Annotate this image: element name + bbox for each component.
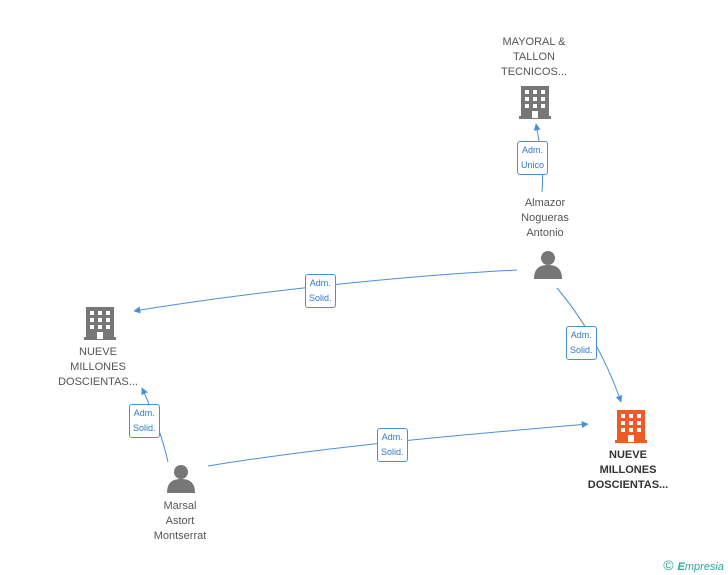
label-line: Antonio [526, 227, 564, 239]
label-line: Marsal [163, 500, 197, 512]
copyright-icon: © [663, 557, 674, 573]
edge-label-marsal-nueve-main[interactable]: Adm. Solid. [377, 428, 408, 462]
company-label-nueve-left[interactable]: NUEVE MILLONES DOSCIENTAS... [58, 345, 138, 390]
edge-label-line: Adm. [133, 408, 155, 418]
label-line: Astort [165, 515, 195, 527]
person-icon[interactable] [534, 251, 562, 279]
edge-label-line: Unico [521, 160, 545, 170]
label-line: Montserrat [153, 530, 207, 542]
company-label-mayoral[interactable]: MAYORAL & TALLON TECNICOS... [501, 35, 567, 80]
building-icon[interactable] [519, 86, 551, 119]
edge-label-line: Solid. [570, 345, 593, 355]
building-icon-highlighted[interactable] [615, 410, 647, 443]
brand-initial: E [677, 561, 685, 573]
edge-label-line: Solid. [381, 447, 404, 457]
label-line: DOSCIENTAS... [587, 479, 669, 491]
edge-label-almazor-nueve-main[interactable]: Adm. Solid. [566, 326, 597, 360]
label-line: Nogueras [521, 212, 569, 224]
brand-footer[interactable]: ©Empresia [663, 557, 724, 573]
label-line: NUEVE [79, 346, 117, 358]
label-line: NUEVE [609, 449, 647, 461]
company-label-nueve-main[interactable]: NUEVE MILLONES DOSCIENTAS... [588, 448, 668, 493]
label-line: MILLONES [70, 361, 126, 373]
person-label-marsal[interactable]: Marsal Astort Montserrat [154, 499, 207, 544]
edge-label-line: Adm. [522, 145, 544, 155]
label-line: MILLONES [599, 464, 657, 476]
label-line: TECNICOS... [500, 66, 568, 78]
building-icon[interactable] [84, 307, 116, 340]
label-line: Almazor [524, 197, 566, 209]
label-line: TALLON [513, 51, 555, 63]
edge-label-marsal-nueve-left[interactable]: Adm. Solid. [129, 404, 160, 438]
brand-name: mpresia [684, 561, 724, 573]
brand-logo: Empresia [678, 561, 724, 573]
edge-label-line: Adm. [309, 278, 331, 288]
label-line: MAYORAL & [502, 36, 566, 48]
person-label-almazor[interactable]: Almazor Nogueras Antonio [521, 196, 569, 241]
edge-label-almazor-mayoral[interactable]: Adm. Unico [517, 141, 549, 175]
label-line: DOSCIENTAS... [58, 376, 138, 388]
edge-label-line: Adm. [570, 330, 592, 340]
edge-label-line: Solid. [133, 423, 156, 433]
person-icon[interactable] [167, 465, 195, 493]
edge-label-almazor-nueve-left[interactable]: Adm. Solid. [305, 274, 336, 308]
edge-label-line: Solid. [309, 293, 332, 303]
edge-label-line: Adm. [381, 432, 403, 442]
